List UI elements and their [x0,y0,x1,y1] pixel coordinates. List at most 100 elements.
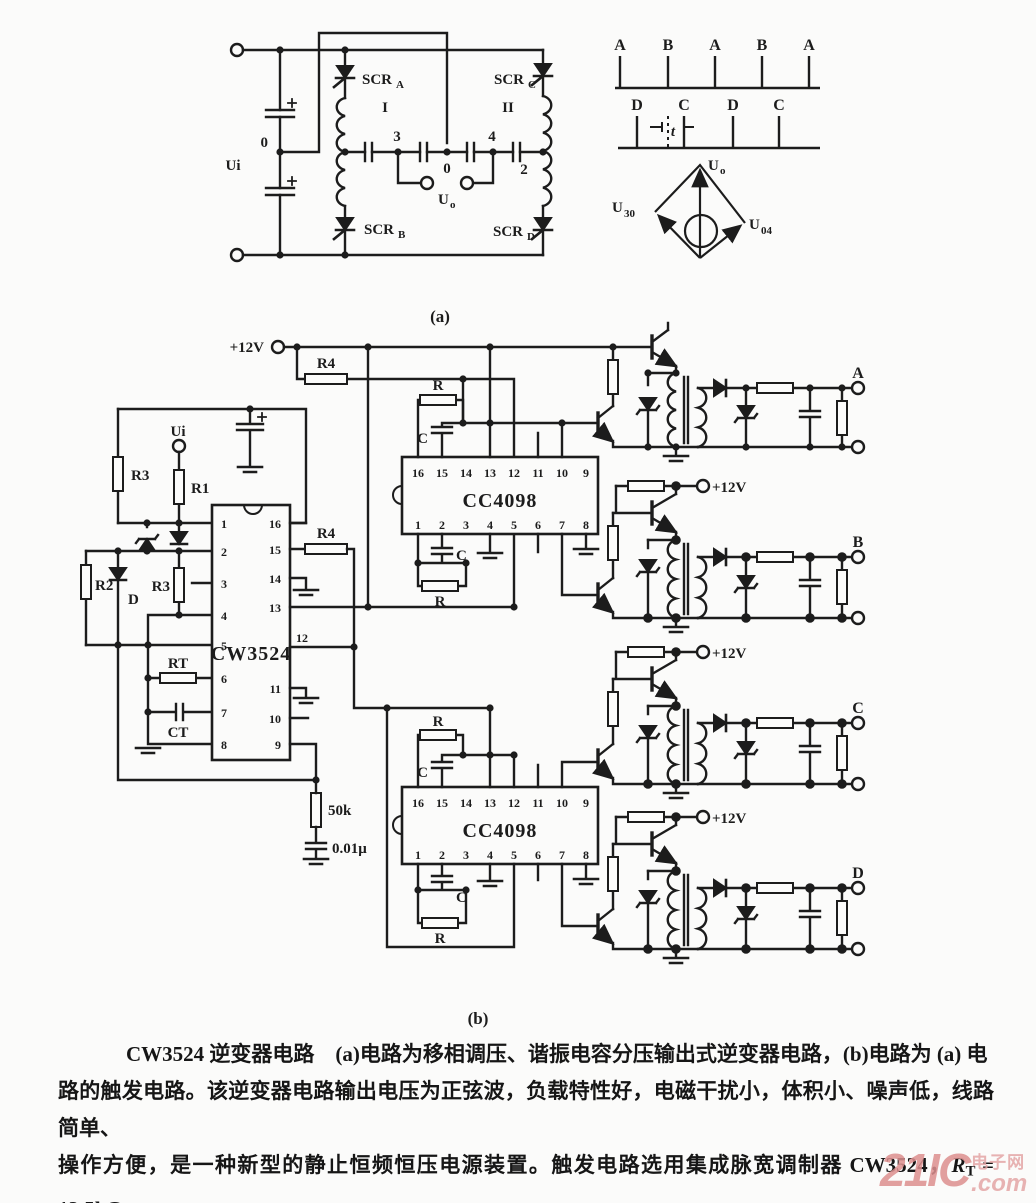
output-channel-d [598,811,864,963]
r4-mid-label: R4 [317,526,336,542]
winding2-label: II [502,100,514,116]
cw3524-body [210,503,292,762]
r3-top-label: R3 [131,468,149,484]
pin-number: 11 [532,796,543,810]
pin-number: 8 [221,738,227,752]
pin-number: 5 [221,639,227,653]
cc1-node-wire-c [430,421,598,459]
pin-number: 1 [415,848,421,862]
ground [302,857,330,866]
input-mid-label: 0 [261,135,269,151]
pin-number: 16 [269,517,281,531]
trigger-circuit-labels: +12V +12V +12V +12V R4 R4 R3 Ui R1 R2 D … [95,340,864,1028]
circuit-a-labels: Ui 0 SCR A SCR B SCR C SCR D I II 3 0 4 … [226,72,537,326]
zener [635,396,661,416]
pin-number: 14 [460,466,472,480]
cc2-c-above-label: C [417,765,428,781]
r3-mid-resistor [173,567,185,603]
phasor-u04: U [749,217,760,233]
figure-caption: CW3524 逆变器电路 (a)电路为移相调压、谐振电容分压输出式逆变器电路，(… [58,1036,994,1203]
caption-line-1: CW3524 逆变器电路 (a)电路为移相调压、谐振电容分压输出式逆变器电路，(… [126,1042,988,1066]
supply-label-1: +12V [230,340,265,356]
ui-b-label: Ui [171,424,186,440]
ground [572,877,600,886]
winding1-label: I [382,100,388,116]
output-channel-c [598,646,864,798]
pin-number: 13 [269,601,281,615]
pulse-train-1-labels: A B A B A [614,37,815,54]
electrolytic-caps [264,108,296,197]
output-resistor [756,382,794,394]
scr-d-sub: D [527,231,535,243]
pin-number: 2 [439,518,445,532]
phasor-uo: U [708,158,719,174]
cc2-below-c [416,862,468,892]
cc2-bottom-loop [385,706,516,949]
r3-top-resistor [112,456,124,492]
cc4098a-name: CC4098 [463,490,538,512]
pin-number: 10 [556,796,568,810]
input-terminal-bottom [229,247,245,263]
cc2-r-below-label: R [435,931,446,947]
pulse-label: D [727,97,739,114]
pin-number: 6 [221,672,227,686]
supply-label-2: +12V [712,480,747,496]
cc2-r-below [421,917,459,929]
bypass-wire [278,31,449,154]
trigger-circuit [80,321,866,963]
channel-a-resistor [607,359,619,395]
ui-label: Ui [226,158,241,174]
r-50k-resistor [310,792,322,828]
t-label: t [671,124,676,140]
cc1-r-above [419,394,457,406]
cc2-top-stubs [488,753,540,789]
ground [292,696,320,705]
pulse-label: C [773,97,785,114]
scr-a-sub: A [396,79,404,91]
pulse-label: D [631,97,643,114]
phasor-uo-sub: o [720,165,726,177]
pulse-label: A [614,37,626,54]
cc1-r-loop [416,398,465,459]
pin-number: 15 [436,796,448,810]
ground [292,588,320,597]
pin-number: 9 [583,466,589,480]
panel-b-caption: (b) [468,1009,489,1028]
r50k-label: 50k [328,803,352,819]
series-capacitors [363,141,522,163]
pulse-label: C [678,97,690,114]
cc1-r-below [421,580,459,592]
pin-number: 7 [559,518,565,532]
uo-sub: o [450,199,456,211]
node4-label: 4 [488,129,496,145]
plus-mark [257,412,267,422]
r1-resistor [173,469,185,505]
cc2-c-below-label: C [456,890,467,906]
supply-bus [241,48,545,257]
panel-a-caption: (a) [430,307,450,326]
caption-line-2: 路的触发电路。该逆变器电路输出电压为正弦波，负载特性好，电磁干扰小，体积小、噪声… [58,1079,994,1140]
supply-terminal-1 [270,339,286,355]
load-resistor [836,400,848,436]
output-terminal-a-return [850,439,866,455]
circuit-a [229,31,554,263]
pin-number: 3 [463,518,469,532]
pin-number: 7 [559,848,565,862]
pin-number: 2 [439,848,445,862]
cc1-below-c [416,532,468,565]
pin-number: 13 [484,796,496,810]
scr-b-label: SCR [364,222,394,238]
r50k-c-branch [304,778,328,860]
diode-stems [145,521,181,534]
ui-terminal [171,438,187,454]
node0-label: 0 [443,161,451,177]
pin-number: 14 [269,572,281,586]
clamp-diode [169,530,189,546]
ct-capacitor [146,702,214,722]
cw3524-notch [242,503,264,515]
pin-number: 6 [535,848,541,862]
pulse-label: A [803,37,815,54]
pin-number: 1 [415,518,421,532]
pulse-label: B [663,37,674,54]
